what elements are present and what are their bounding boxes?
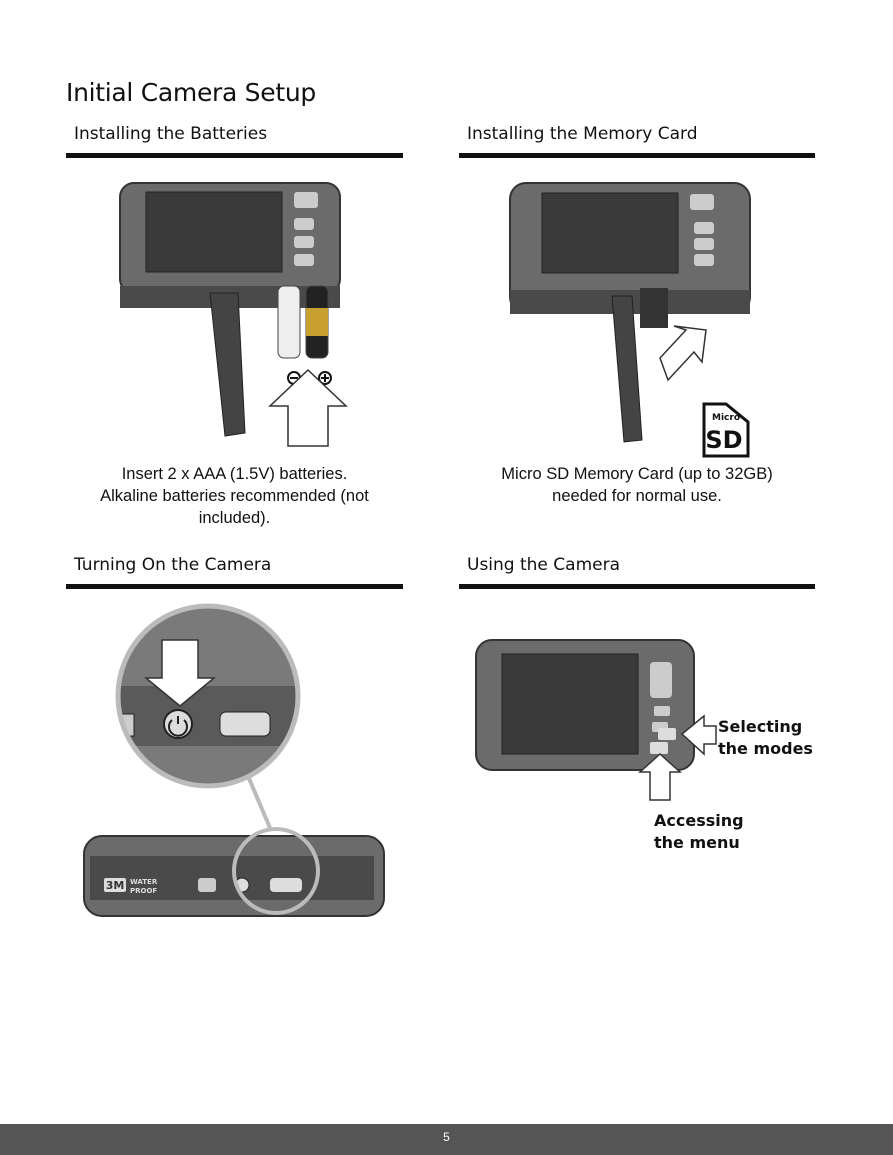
heading-text: Installing the Batteries [74,124,268,144]
left-arrow-icon [680,714,717,756]
heading-text: Using the Camera [467,555,621,575]
svg-text:Accessing: Accessing [654,811,744,830]
svg-text:SD: SD [705,426,742,454]
camera-controls-illustration: Selecting the modes Accessing the menu [475,639,813,852]
svg-text:the menu: the menu [654,833,740,852]
page-footer: 5 [0,1124,893,1155]
caption-line: included). [198,509,271,527]
section-heading-using: Using the Camera [459,555,815,589]
caption-line: needed for normal use. [552,487,722,505]
section-heading-power: Turning On the Camera [66,555,403,589]
menu-button [650,742,668,754]
diagonal-arrow-icon [659,325,707,382]
heading-text: Installing the Memory Card [467,124,698,144]
svg-text:WATER: WATER [130,878,158,886]
caption-line: Micro SD Memory Card (up to 32GB) [501,465,773,483]
power-button-illustration: 3M WATER PROOF [83,603,385,917]
battery-installation-illustration [119,182,348,447]
up-arrow-icon [638,752,682,801]
caption-line: Insert 2 x AAA (1.5V) batteries. [121,465,348,483]
memory-card-installation-illustration: Micro SD [509,182,751,458]
svg-text:Micro: Micro [712,413,740,423]
down-arrow-icon [143,639,217,707]
up-arrow-icon [268,368,348,447]
svg-text:3M: 3M [106,879,125,892]
battery-icon [277,285,329,359]
caption-line: Alkaline batteries recommended (not [100,487,369,505]
page-title: Initial Camera Setup [66,78,316,107]
mode-button [658,728,676,740]
section-heading-memory-card: Installing the Memory Card [459,124,815,158]
section-heading-batteries: Installing the Batteries [66,124,403,158]
memory-card-caption: Micro SD Memory Card (up to 32GB) needed… [459,463,815,507]
page-number: 5 [443,1130,450,1144]
svg-text:PROOF: PROOF [130,887,157,895]
heading-text: Turning On the Camera [74,555,272,575]
batteries-caption: Insert 2 x AAA (1.5V) batteries. Alkalin… [66,463,403,529]
svg-text:the modes: the modes [718,739,813,758]
micro-sd-logo: Micro SD [702,402,750,458]
svg-text:Selecting: Selecting [718,717,802,736]
